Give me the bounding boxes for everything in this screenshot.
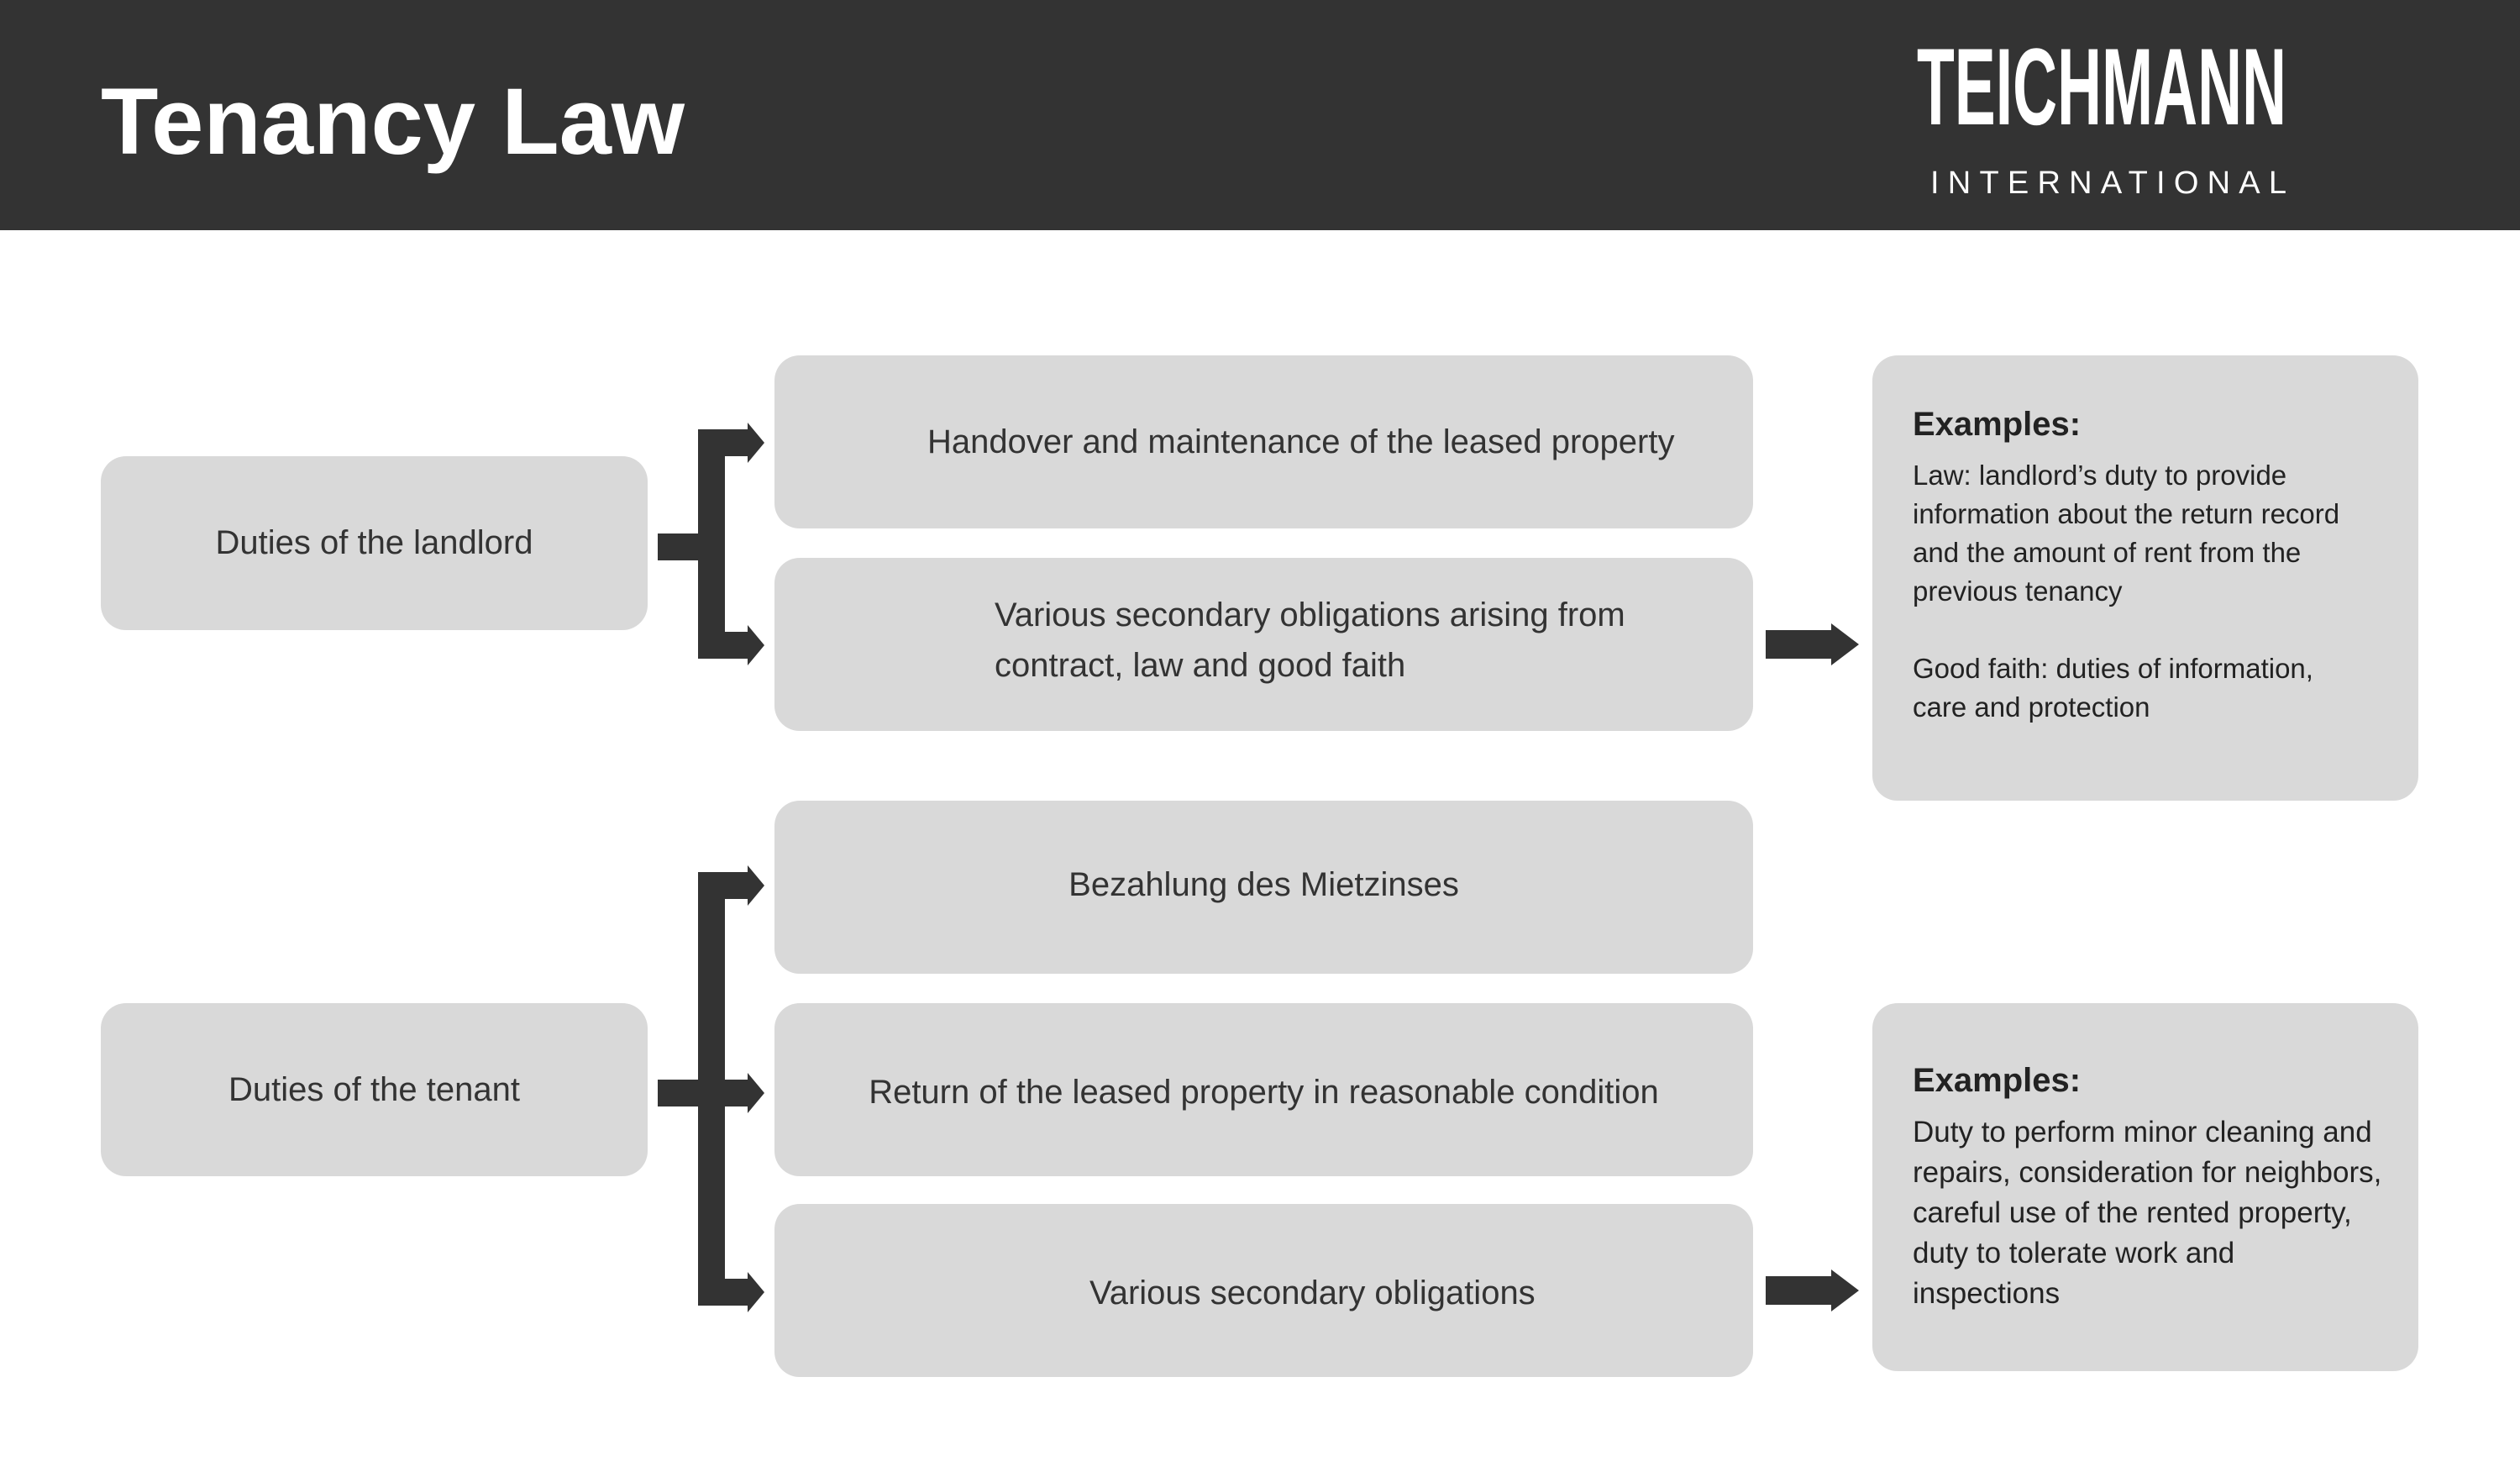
tenant-label: Duties of the tenant xyxy=(228,1071,520,1108)
tenant-duty-1: Bezahlung des Mietzinses xyxy=(774,801,1753,974)
examples-heading: Examples: xyxy=(1913,1062,2082,1099)
example-line: care and protection xyxy=(1913,691,2150,723)
landlord-bracket-arrow xyxy=(658,423,764,665)
teichmann-logo: TEICHMANN INTERNATIONAL xyxy=(1917,25,2286,201)
example-line: and the amount of rent from the xyxy=(1913,537,2302,568)
tenant-box: Duties of the tenant xyxy=(101,1003,648,1176)
tenant-duty-3: Various secondary obligations xyxy=(774,1204,1753,1377)
landlord-duty-1: Handover and maintenance of the leased p… xyxy=(774,355,1753,528)
landlord-duty-2: Various secondary obligations arising fr… xyxy=(774,558,1753,731)
tenant-duty-2: Return of the leased property in reasona… xyxy=(774,1003,1753,1176)
duty-text: Handover and maintenance of the leased p… xyxy=(927,423,1675,460)
page-title: Tenancy Law xyxy=(101,69,685,174)
tenant-bracket-arrow xyxy=(658,865,764,1312)
duty-text-line: Various secondary obligations arising fr… xyxy=(995,597,1625,633)
logo-subtitle: INTERNATIONAL xyxy=(1930,166,2286,201)
example-line: repairs, consideration for neighbors, xyxy=(1913,1156,2382,1189)
example-line: Good faith: duties of information, xyxy=(1913,653,2313,684)
header-bar: Tenancy Law TEICHMANN INTERNATIONAL xyxy=(0,0,2520,230)
example-line: inspections xyxy=(1913,1277,2061,1310)
landlord-examples-arrow xyxy=(1766,623,1859,665)
tenant-examples-arrow xyxy=(1766,1269,1859,1311)
duty-text: Return of the leased property in reasona… xyxy=(869,1074,1659,1111)
example-line: previous tenancy xyxy=(1913,576,2123,607)
examples-text: Law: landlord’s duty to provide informat… xyxy=(1913,456,2339,727)
example-line: Law: landlord’s duty to provide xyxy=(1913,460,2287,491)
examples-text: Duty to perform minor cleaning and repai… xyxy=(1913,1112,2381,1314)
example-line: Duty to perform minor cleaning and xyxy=(1913,1116,2372,1148)
landlord-examples-box: Examples: Law: landlord’s duty to provid… xyxy=(1872,355,2418,801)
duty-text: Various secondary obligations xyxy=(1089,1275,1536,1311)
example-line: careful use of the rented property, xyxy=(1913,1196,2352,1229)
example-line: information about the return record xyxy=(1913,498,2340,529)
landlord-box: Duties of the landlord xyxy=(101,456,648,630)
logo-name: TEICHMANN xyxy=(1917,25,2286,148)
tenant-examples-box: Examples: Duty to perform minor cleaning… xyxy=(1872,1003,2418,1371)
landlord-label: Duties of the landlord xyxy=(215,524,533,561)
example-line: duty to tolerate work and xyxy=(1913,1237,2235,1269)
duty-text-line: contract, law and good faith xyxy=(995,647,1406,684)
examples-heading: Examples: xyxy=(1913,406,2082,443)
duty-text: Bezahlung des Mietzinses xyxy=(1068,866,1459,903)
